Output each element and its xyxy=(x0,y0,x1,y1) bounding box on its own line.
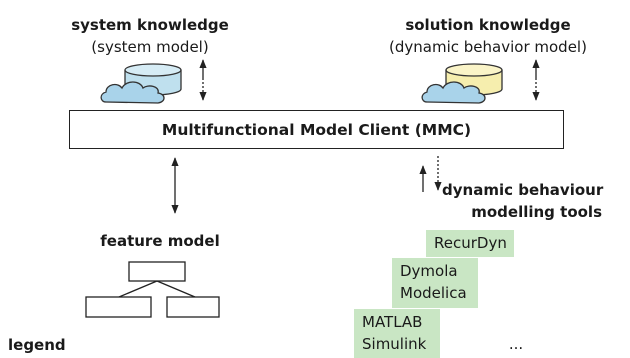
system-knowledge-title: system knowledge xyxy=(71,16,229,34)
tools-sync-arrows xyxy=(419,156,442,192)
tool-dymola-line1: Dymola xyxy=(400,262,458,280)
solution-cloud-icon xyxy=(421,81,486,104)
solution-knowledge-subtitle: (dynamic behavior model) xyxy=(389,38,587,56)
tool-matlab-line2: Simulink xyxy=(362,335,427,353)
legend-label: legend xyxy=(8,336,66,354)
tool-recurdyn-label: RecurDyn xyxy=(434,234,507,252)
tool-dymola-line2: Modelica xyxy=(400,284,467,302)
feature-model-tree-icon xyxy=(85,261,220,318)
solution-knowledge-title: solution knowledge xyxy=(405,16,571,34)
system-knowledge-subtitle: (system model) xyxy=(91,38,209,56)
system-cloud-icon xyxy=(100,81,165,104)
feature-model-label: feature model xyxy=(100,232,220,250)
tool-matlab-line1: MATLAB xyxy=(362,313,423,331)
tools-title-line2: modelling tools xyxy=(471,203,602,221)
mmc-label: Multifunctional Model Client (MMC) xyxy=(161,120,472,139)
mmc-box: Multifunctional Model Client (MMC) xyxy=(69,110,564,149)
tool-matlab: MATLAB Simulink xyxy=(354,309,440,358)
tool-recurdyn: RecurDyn xyxy=(426,230,514,257)
tools-more-ellipsis: ... xyxy=(508,335,524,353)
tool-dymola: Dymola Modelica xyxy=(392,258,478,308)
tools-title-line1: dynamic behaviour xyxy=(442,181,604,199)
